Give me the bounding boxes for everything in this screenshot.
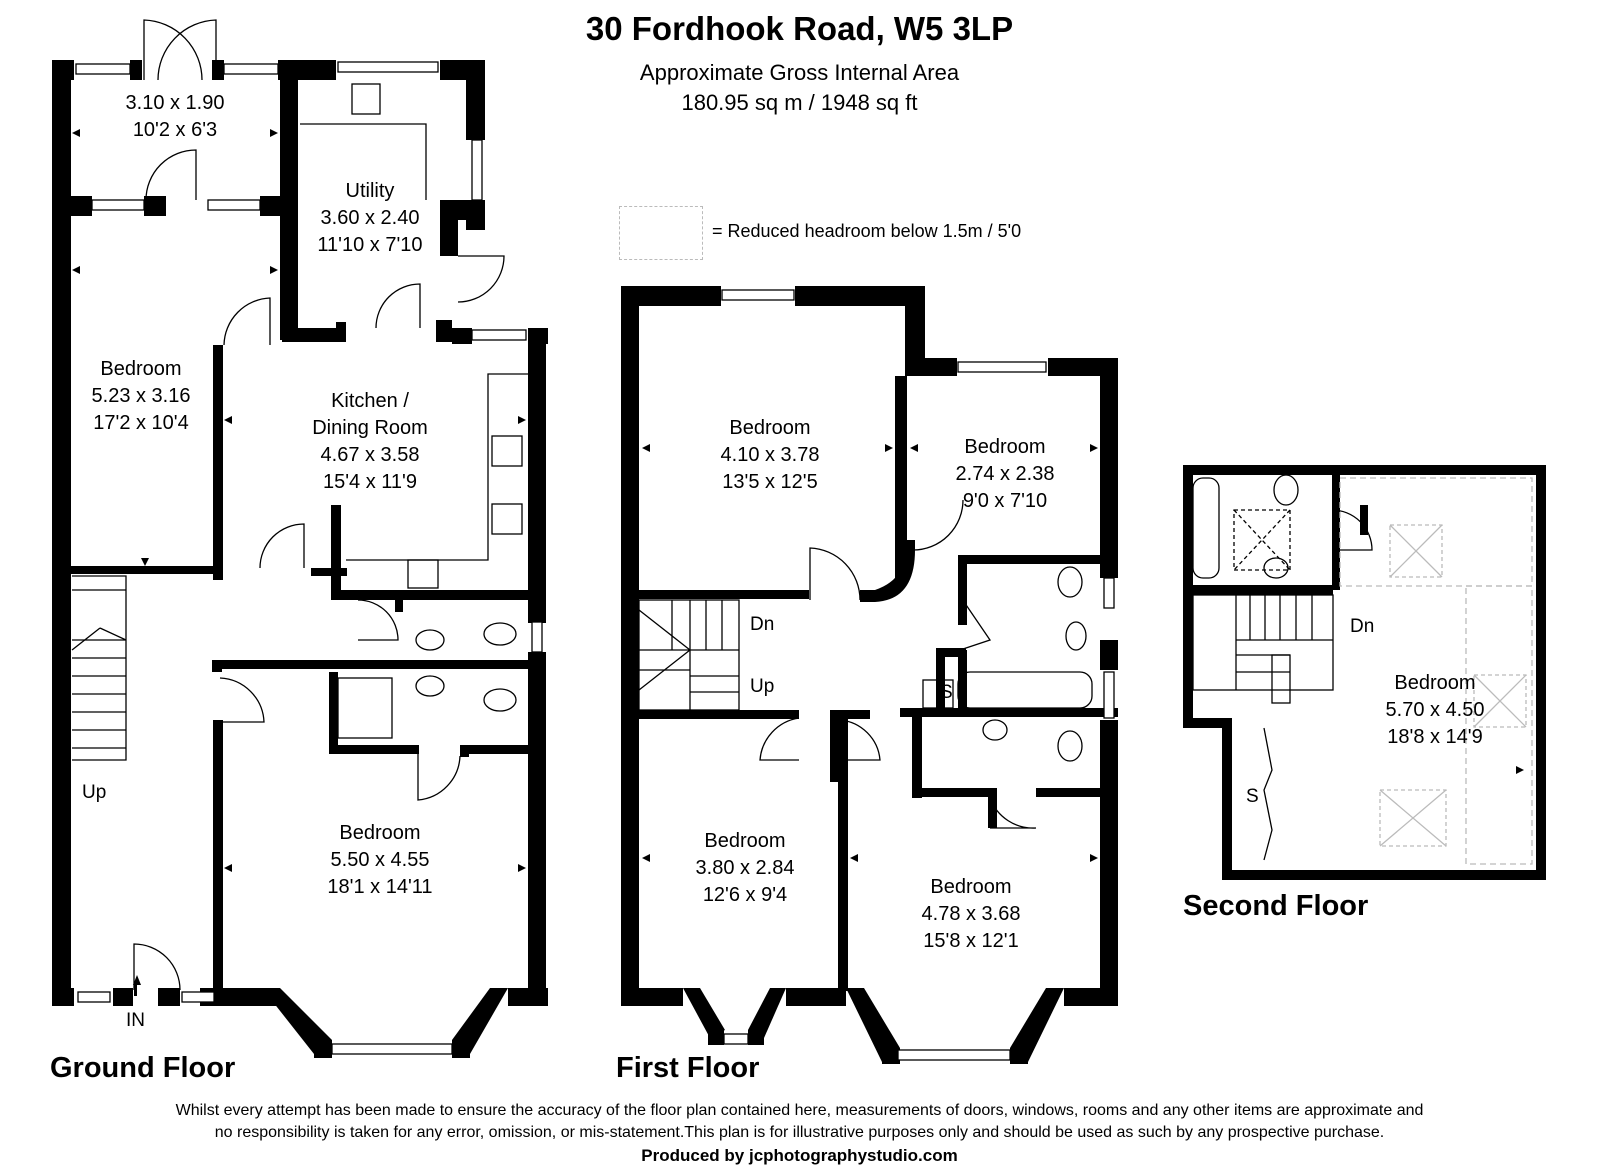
room-name: Utility (345, 180, 395, 202)
room-name: Bedroom (1394, 672, 1476, 694)
room-size-metric: 5.23 x 3.16 (91, 385, 191, 407)
disclaimer-line-1: Whilst every attempt has been made to en… (175, 1102, 1424, 1119)
room-size-metric: 3.60 x 2.40 (320, 207, 420, 229)
room-size-metric: 3.80 x 2.84 (695, 857, 795, 879)
stairs-up-label: Up (750, 676, 775, 697)
room-name: Bedroom (729, 417, 811, 439)
room-size-imperial: 17'2 x 10'4 (93, 412, 189, 434)
room-name: Kitchen / (331, 390, 409, 412)
stairs-down-label: Dn (750, 614, 775, 635)
disclaimer: Whilst every attempt has been made to en… (0, 1100, 1599, 1144)
entrance-label: IN (126, 1010, 145, 1031)
room-size-metric: 5.70 x 4.50 (1385, 699, 1485, 721)
area-label: Approximate Gross Internal Area (639, 60, 960, 85)
room-ground-bedroom-front: Bedroom 5.50 x 4.55 18'1 x 14'11 (300, 820, 460, 901)
room-first-bedroom-small: Bedroom 2.74 x 2.38 9'0 x 7'10 (930, 434, 1080, 515)
room-size-imperial: 18'8 x 14'9 (1387, 726, 1483, 748)
room-size-metric: 2.74 x 2.38 (955, 463, 1055, 485)
room-first-bedroom-front-right: Bedroom 4.78 x 3.68 15'8 x 12'1 (896, 874, 1046, 955)
room-size-imperial: 11'10 x 7'10 (317, 234, 423, 256)
first-floor-label: First Floor (616, 1052, 760, 1084)
produced-by: Produced by jcphotographystudio.com (641, 1146, 958, 1165)
room-conservatory: 3.10 x 1.90 10'2 x 6'3 (100, 90, 250, 144)
ground-floor-label: Ground Floor (50, 1052, 236, 1084)
room-size-metric: 5.50 x 4.55 (330, 849, 430, 871)
room-size-imperial: 12'6 x 9'4 (702, 884, 788, 906)
room-ground-bedroom-rear: Bedroom 5.23 x 3.16 17'2 x 10'4 (66, 356, 216, 437)
room-size-imperial: 9'0 x 7'10 (962, 490, 1048, 512)
room-second-bedroom: Bedroom 5.70 x 4.50 18'8 x 14'9 (1360, 670, 1510, 751)
room-name: Bedroom (964, 436, 1046, 458)
room-size-metric: 4.67 x 3.58 (320, 444, 420, 466)
room-name: Bedroom (100, 358, 182, 380)
room-size-imperial: 15'8 x 12'1 (923, 930, 1019, 952)
room-name: Bedroom (339, 822, 421, 844)
room-kitchen-dining: Kitchen / Dining Room 4.67 x 3.58 15'4 x… (285, 388, 455, 496)
disclaimer-line-2: no responsibility is taken for any error… (214, 1124, 1385, 1141)
storage-label: S (1246, 786, 1259, 807)
room-first-bedroom-rear: Bedroom 4.10 x 3.78 13'5 x 12'5 (690, 415, 850, 496)
room-size-metric: 4.78 x 3.68 (921, 903, 1021, 925)
reduced-headroom-swatch (619, 206, 703, 260)
room-first-bedroom-front-left: Bedroom 3.80 x 2.84 12'6 x 9'4 (670, 828, 820, 909)
room-size-imperial: 13'5 x 12'5 (722, 471, 818, 493)
room-size-imperial: 10'2 x 6'3 (132, 119, 218, 141)
room-size-metric: 4.10 x 3.78 (720, 444, 820, 466)
storage-label: S (940, 682, 953, 703)
legend-text: = Reduced headroom below 1.5m / 5'0 (712, 221, 1022, 241)
room-name: Bedroom (930, 876, 1012, 898)
stairs-down-label: Dn (1350, 616, 1375, 637)
room-size-imperial: 15'4 x 11'9 (322, 471, 417, 493)
room-size-metric: 3.10 x 1.90 (125, 92, 225, 114)
area-value: 180.95 sq m / 1948 sq ft (681, 90, 918, 115)
second-floor-label: Second Floor (1183, 890, 1369, 922)
room-utility: Utility 3.60 x 2.40 11'10 x 7'10 (300, 178, 440, 259)
stairs-up-label: Up (82, 782, 107, 803)
property-title: 30 Fordhook Road, W5 3LP (585, 10, 1014, 47)
room-size-imperial: 18'1 x 14'11 (327, 876, 433, 898)
room-name-2: Dining Room (312, 417, 428, 439)
room-name: Bedroom (704, 830, 786, 852)
